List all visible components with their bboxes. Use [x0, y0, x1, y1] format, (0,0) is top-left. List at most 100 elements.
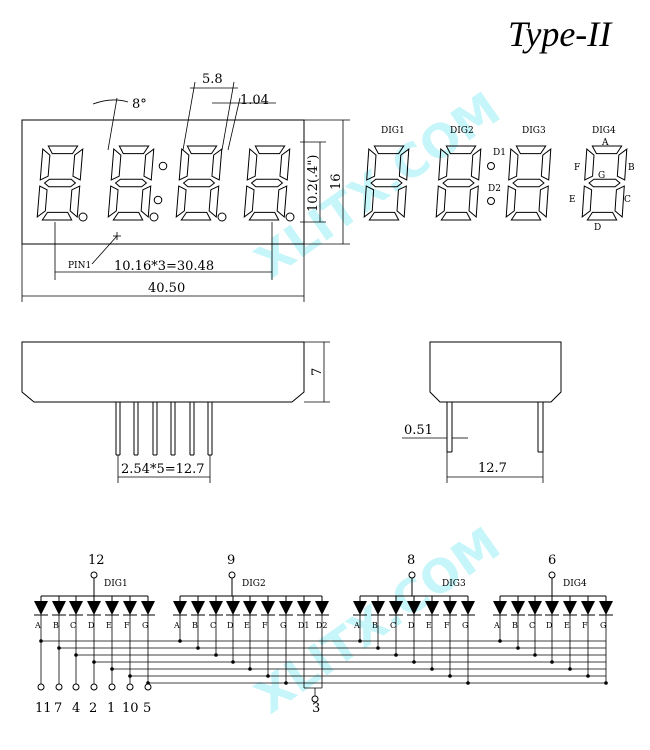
- map-digit-4-segment-b: [616, 147, 628, 181]
- segment-pin-terminal-4: [108, 683, 116, 691]
- angle-label: 8°: [132, 97, 147, 112]
- rowspan-label: 12.7: [478, 461, 507, 476]
- group-2-diode-f-label: F: [262, 621, 268, 630]
- group-1-diode-g-triangle: [141, 601, 155, 615]
- front-digit-1-segment-g: [43, 178, 77, 188]
- group-3-diode-f-label: F: [444, 621, 450, 630]
- segment-pin-terminal-1: [55, 683, 63, 691]
- pin-1-label: 1: [107, 701, 115, 716]
- group-4-diode-f-label: F: [582, 621, 588, 630]
- group-4-diode-e-label: E: [564, 621, 570, 630]
- group-3-common-terminal: [408, 571, 416, 579]
- group-2-diode-d2-triangle: [315, 601, 329, 615]
- group-2-common-terminal: [228, 571, 236, 579]
- map-digit-3-segment-a: [515, 145, 547, 155]
- pin-10-label: 10: [122, 701, 139, 716]
- common-pin-12: 12: [88, 553, 105, 568]
- group-3-diode-d-label: D: [408, 621, 414, 630]
- group-1-diode-f-triangle: [123, 601, 137, 615]
- group-2-diode-d-triangle: [226, 601, 240, 615]
- angle-leader: [107, 97, 118, 151]
- stroke-label: 1.04: [240, 93, 269, 108]
- group-3-diode-g-triangle: [461, 601, 475, 615]
- segment-pin-terminal-2: [72, 683, 80, 691]
- common-pin-6: 6: [548, 553, 556, 568]
- group-1-diode-d-label: D: [88, 621, 94, 630]
- front-digit-1-segment-c: [69, 185, 81, 218]
- group-2-diode-g-triangle: [279, 601, 293, 615]
- front-digit-1-dp: [78, 212, 88, 222]
- map-digit-2-segment-e: [435, 185, 447, 219]
- group-1-diode-a-label: A: [34, 621, 41, 630]
- segwidth-ext-left: [182, 81, 196, 151]
- group-2-diode-g-label: G: [280, 621, 286, 630]
- front-digit-4-segment-a: [254, 145, 286, 155]
- group-3-diode-d-triangle: [407, 601, 421, 615]
- group-4-diode-a-triangle: [493, 601, 507, 615]
- front-digit-2-segment-g: [114, 178, 148, 188]
- pin-11-label: 11: [35, 701, 52, 716]
- group-3-diode-a-label: A: [353, 621, 360, 630]
- group-4-diode-c-triangle: [528, 601, 542, 615]
- group-4-diode-g-triangle: [599, 601, 613, 615]
- group-1-diode-e-triangle: [105, 601, 119, 615]
- map-digit-2-segment-a: [445, 145, 477, 155]
- segment-g-label: G: [598, 171, 605, 181]
- front-digit-4-segment-e: [243, 185, 255, 219]
- pindia-label: 0.51: [404, 423, 433, 438]
- front-digit-4-segment-d: [248, 211, 280, 221]
- group-4-diode-c-label: C: [529, 621, 535, 630]
- group-2-diode-a-label: A: [173, 621, 180, 630]
- group-2-diode-d1-label: D1: [298, 621, 310, 630]
- group-2-diode-d2-label: D2: [316, 621, 328, 630]
- map-digit-4-segment-f: [584, 148, 595, 181]
- front-digit-4-segment-g: [250, 178, 284, 188]
- colon-terminal: [311, 695, 319, 703]
- front-digit-2-segment-e: [107, 185, 119, 219]
- circuit-dig1-label: DIG1: [104, 579, 128, 589]
- group-4-diode-f-triangle: [581, 601, 595, 615]
- map-digit-2-segment-d: [440, 211, 472, 221]
- map-digit-2-segment-c: [468, 185, 479, 218]
- map-digit-4-segment-g: [588, 178, 621, 188]
- map-digit-1-segment-e: [363, 185, 375, 219]
- map-digit-4-segment-d: [586, 211, 618, 221]
- group-2-diode-d-label: D: [227, 621, 233, 630]
- group-3-diode-g-label: G: [462, 621, 468, 630]
- front-digit-1-segment-d: [41, 211, 73, 221]
- group-1-diode-c-triangle: [69, 601, 83, 615]
- dig3-label: DIG3: [522, 126, 546, 136]
- segment-map: DIG1 DIG2 DIG3 DIG4 A B C D E F G D1 D2: [363, 126, 635, 233]
- type-title: Type-II: [508, 14, 613, 54]
- front-digit-1-segment-f: [39, 148, 51, 181]
- colon-d2-label: D2: [488, 184, 501, 194]
- front-digit-4-segment-b: [279, 147, 291, 181]
- group-2-diode-f-triangle: [261, 601, 275, 615]
- group-4-diode-b-triangle: [511, 601, 525, 615]
- colon-dot-d1: [487, 162, 495, 170]
- front-digit-3-segment-d: [180, 211, 212, 221]
- segwidth-label: 5.8: [202, 72, 223, 87]
- pin-5-label: 5: [143, 701, 151, 716]
- front-digit-4-segment-c: [276, 185, 288, 218]
- front-colon-bottom: [153, 195, 163, 205]
- map-digit-4-segment-e: [581, 185, 593, 219]
- map-digit-2-segment-g: [442, 178, 475, 188]
- map-digit-1-segment-g: [370, 178, 403, 188]
- front-digit-2-segment-b: [143, 147, 155, 181]
- segment-pin-terminal-5: [126, 683, 134, 691]
- pin-2-label: 2: [89, 701, 97, 716]
- group-4-diode-g-label: G: [600, 621, 606, 630]
- map-digit-2-segment-f: [438, 148, 449, 181]
- dig2-label: DIG2: [450, 126, 474, 136]
- front-digit-1-segment-e: [36, 185, 48, 219]
- group-4-diode-d-triangle: [545, 601, 559, 615]
- segment-d-label: D: [594, 223, 601, 233]
- group-4-diode-e-triangle: [563, 601, 577, 615]
- map-digit-1-segment-f: [366, 148, 377, 181]
- end-view: 0.51 12.7: [402, 341, 562, 483]
- group-1-diode-a-triangle: [34, 601, 48, 615]
